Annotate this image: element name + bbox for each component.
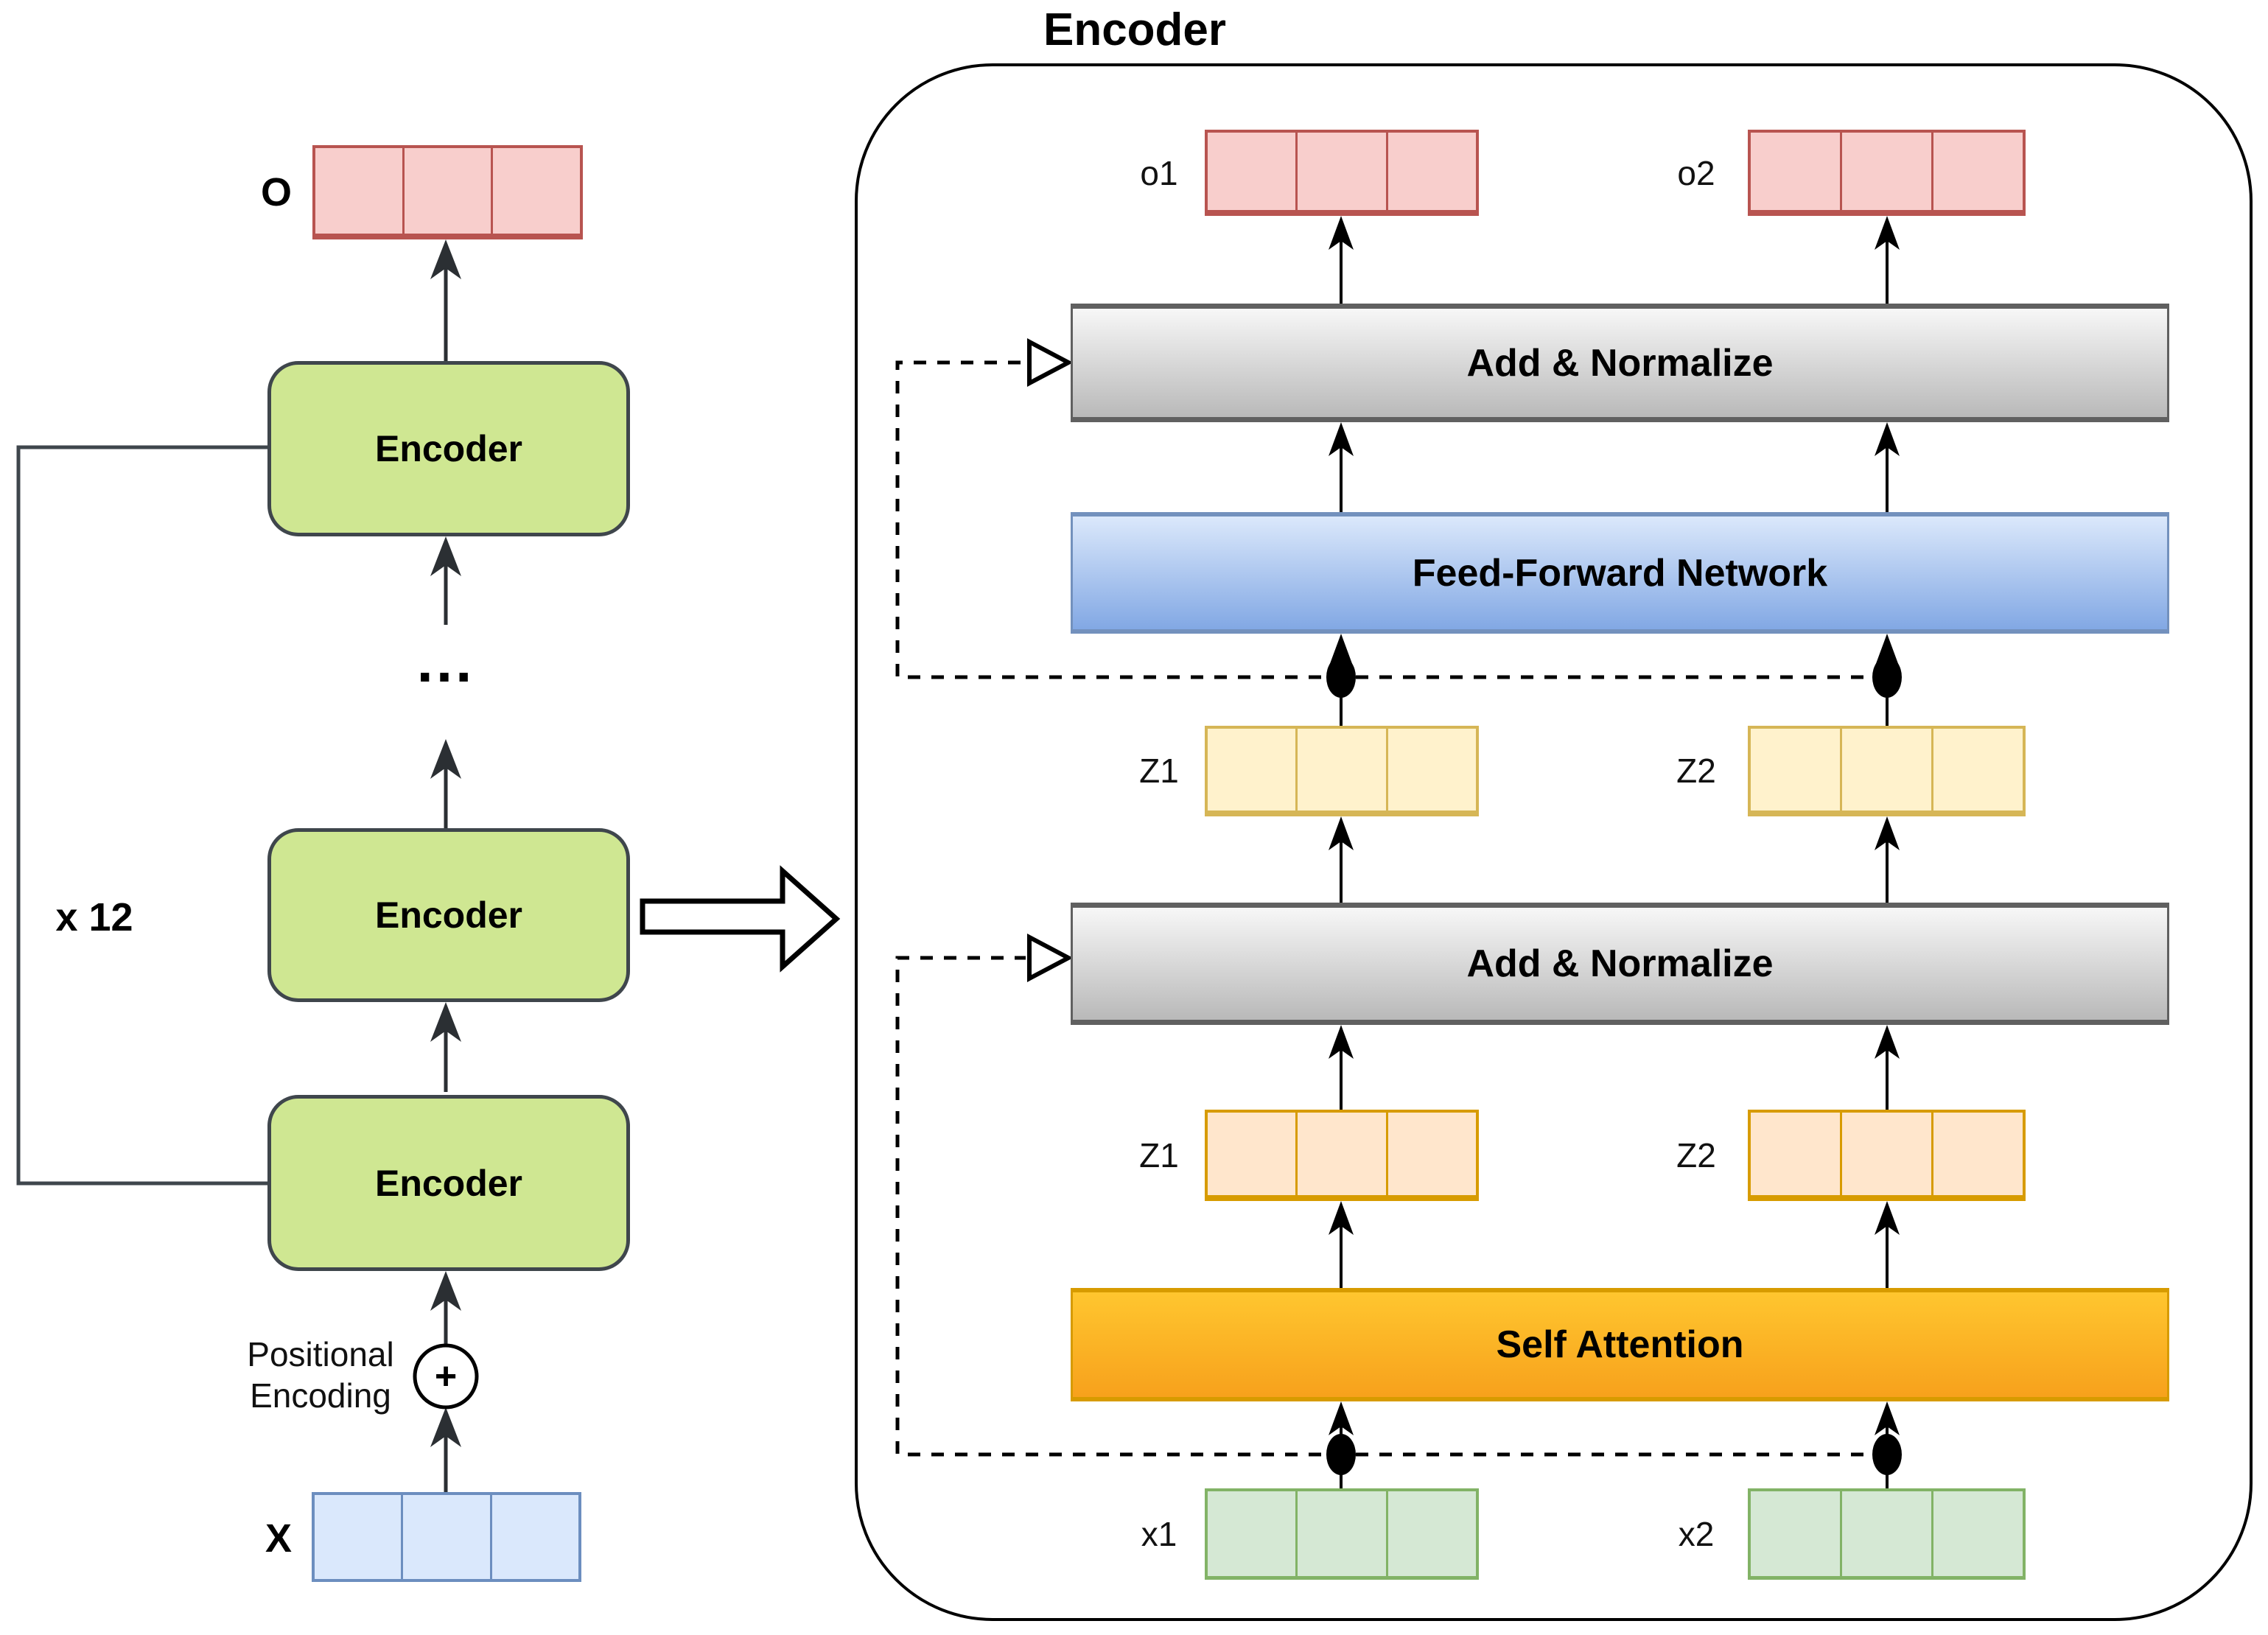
residual-dashed-top bbox=[895, 360, 1887, 679]
arrowhead bbox=[430, 1407, 461, 1447]
residual-dot bbox=[1872, 657, 1902, 698]
encoder-block-label: Encoder bbox=[374, 1162, 523, 1204]
vector-z2-top bbox=[1748, 726, 2026, 816]
vector-cell bbox=[315, 1495, 401, 1579]
vector-cell bbox=[1840, 729, 1931, 811]
positional-encoding-label: Positional Encoding bbox=[225, 1334, 416, 1416]
input-vector-X bbox=[312, 1492, 581, 1582]
output-vector-label: O bbox=[260, 170, 292, 214]
residual-dot bbox=[1872, 1434, 1902, 1475]
encoder-block-top: Encoder bbox=[267, 361, 630, 536]
residual-junction-dots bbox=[1326, 657, 1902, 1475]
vector-cell bbox=[491, 148, 580, 234]
positional-encoding-plus-circle bbox=[413, 1343, 479, 1410]
arrowhead bbox=[430, 536, 461, 576]
vector-cell bbox=[1208, 729, 1295, 811]
encoder-block-label: Encoder bbox=[374, 428, 523, 469]
zoom-block-arrow bbox=[640, 865, 841, 973]
residual-dot bbox=[1326, 657, 1356, 698]
vector-cell bbox=[1931, 1491, 2023, 1576]
vector-cell bbox=[1208, 133, 1295, 210]
vector-cell bbox=[1840, 1491, 1931, 1576]
vector-label-x1: x1 bbox=[1141, 1515, 1177, 1553]
positional-encoding-line2: Encoding bbox=[250, 1376, 391, 1415]
add-normalize-top-label: Add & Normalize bbox=[1466, 341, 1774, 385]
encoder-detail-panel-outline bbox=[855, 63, 2253, 1621]
positional-encoding-line1: Positional bbox=[247, 1335, 394, 1373]
vector-cell bbox=[1295, 1113, 1385, 1195]
vector-cell bbox=[402, 148, 491, 234]
vector-o2 bbox=[1748, 130, 2026, 216]
vector-cell bbox=[1751, 1491, 1840, 1576]
vector-label-o2: o2 bbox=[1677, 154, 1715, 192]
vector-label-z2-bottom: Z2 bbox=[1676, 1136, 1716, 1174]
vector-cell bbox=[1840, 133, 1931, 210]
vector-label-z1-top: Z1 bbox=[1139, 752, 1179, 790]
plus-sign: + bbox=[434, 1355, 458, 1398]
vector-x2 bbox=[1748, 1488, 2026, 1580]
residual-dot bbox=[1326, 1434, 1356, 1475]
arrowhead bbox=[430, 1002, 461, 1042]
vector-cell bbox=[1295, 1491, 1385, 1576]
encoder-block-label: Encoder bbox=[374, 894, 523, 936]
vector-label-o1: o1 bbox=[1140, 154, 1178, 192]
arrowhead bbox=[430, 739, 461, 779]
vector-cell bbox=[1208, 1113, 1295, 1195]
feed-forward-network-label: Feed-Forward Network bbox=[1412, 551, 1828, 595]
vector-cell bbox=[1385, 1491, 1476, 1576]
vector-cell bbox=[489, 1495, 578, 1579]
vector-cell bbox=[1295, 729, 1385, 811]
vector-cell bbox=[1931, 133, 2023, 210]
add-normalize-middle-bar: Add & Normalize bbox=[1071, 903, 2169, 1025]
add-normalize-middle-label: Add & Normalize bbox=[1466, 942, 1774, 985]
vector-z1-bottom bbox=[1205, 1110, 1479, 1201]
feed-forward-network-bar: Feed-Forward Network bbox=[1071, 512, 2169, 634]
arrowhead bbox=[430, 1271, 461, 1311]
vector-cell bbox=[1840, 1113, 1931, 1195]
vector-cell bbox=[1385, 133, 1476, 210]
self-attention-bar: Self Attention bbox=[1071, 1288, 2169, 1401]
vector-cell bbox=[1751, 729, 1840, 811]
vector-cell bbox=[1208, 1491, 1295, 1576]
vector-cell bbox=[1931, 729, 2023, 811]
repeat-count-label: x 12 bbox=[55, 895, 133, 939]
vector-z2-bottom bbox=[1748, 1110, 2026, 1201]
vector-cell bbox=[315, 148, 402, 234]
ellipsis-dots: ... bbox=[416, 629, 475, 694]
self-attention-label: Self Attention bbox=[1496, 1323, 1744, 1366]
vector-label-z2-top: Z2 bbox=[1676, 752, 1716, 790]
encoder-block-bottom: Encoder bbox=[267, 1095, 630, 1271]
residual-triangle-arrowhead-top bbox=[1027, 338, 1074, 387]
left-column-arrows bbox=[430, 239, 461, 1492]
residual-triangle-arrowhead-bottom bbox=[1027, 934, 1074, 982]
vector-cell bbox=[1385, 729, 1476, 811]
arrowhead bbox=[430, 239, 461, 279]
residual-connections bbox=[895, 360, 1887, 1457]
residual-dashed-bottom bbox=[895, 956, 1887, 1457]
input-vector-label: X bbox=[265, 1516, 293, 1561]
vector-o1 bbox=[1205, 130, 1479, 216]
vector-label-x2: x2 bbox=[1678, 1515, 1715, 1553]
vector-cell bbox=[1295, 133, 1385, 210]
vector-cell bbox=[1751, 1113, 1840, 1195]
output-vector-O bbox=[312, 145, 583, 239]
vector-cell bbox=[1751, 133, 1840, 210]
encoder-block-middle: Encoder bbox=[267, 828, 630, 1002]
panel-title: Encoder bbox=[1043, 4, 1227, 55]
vector-x1 bbox=[1205, 1488, 1479, 1580]
vector-cell bbox=[401, 1495, 489, 1579]
repeat-bracket bbox=[16, 445, 267, 1186]
vector-cell bbox=[1385, 1113, 1476, 1195]
add-normalize-top-bar: Add & Normalize bbox=[1071, 304, 2169, 422]
vector-label-z1-bottom: Z1 bbox=[1139, 1136, 1179, 1174]
vector-z1-top bbox=[1205, 726, 1479, 816]
vector-cell bbox=[1931, 1113, 2023, 1195]
